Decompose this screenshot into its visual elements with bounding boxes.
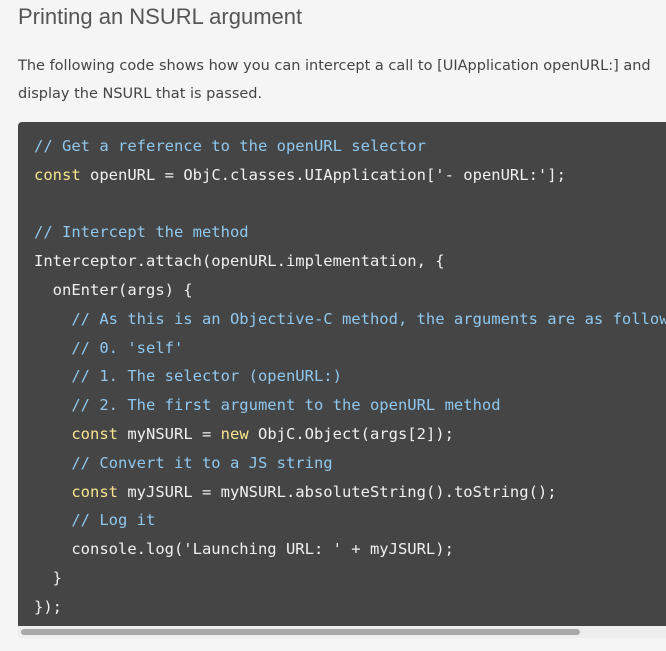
code-comment: // Get a reference to the openURL select… [34, 137, 426, 155]
code-comment: // As this is an Objective-C method, the… [71, 309, 666, 328]
section-heading: Printing an NSURL argument [18, 4, 303, 29]
code-text [34, 511, 71, 529]
code-text [34, 367, 71, 385]
code-text [34, 396, 71, 414]
code-text: Interceptor.attach(openURL.implementatio… [34, 252, 445, 271]
code-comment: // Intercept the method [34, 223, 249, 242]
code-text: ObjC.Object(args[2]); [248, 424, 454, 443]
code-comment: // Log it [71, 511, 156, 530]
code-text: }); [34, 597, 62, 616]
code-text: myNSURL = [118, 424, 221, 443]
code-text [34, 310, 71, 328]
code-comment: // 2. The first argument to the openURL … [71, 396, 501, 415]
scrollbar-thumb[interactable] [21, 629, 580, 635]
code-keyword: const [34, 165, 81, 184]
code-keyword: const [71, 424, 118, 443]
code-lines: // Get a reference to the openURL select… [34, 132, 666, 622]
code-text: openURL = ObjC.classes.UIApplication['- … [80, 165, 566, 184]
code-line: // As this is an Objective-C method, the… [34, 305, 666, 334]
code-text [34, 339, 71, 357]
code-text: console.log('Launching URL: ' + myJSURL)… [34, 540, 454, 559]
code-line: // Intercept the method [34, 218, 666, 247]
code-block[interactable]: // Get a reference to the openURL select… [18, 122, 666, 638]
code-line: const openURL = ObjC.classes.UIApplicati… [34, 161, 666, 190]
code-line: // 2. The first argument to the openURL … [34, 391, 666, 420]
code-comment: // 0. 'self' [71, 338, 184, 357]
code-line: const myJSURL = myNSURL.absoluteString()… [34, 478, 666, 507]
horizontal-scrollbar[interactable] [18, 626, 666, 638]
code-text [34, 454, 71, 472]
code-line: // 1. The selector (openURL:) [34, 362, 666, 391]
code-line: // Convert it to a JS string [34, 449, 666, 478]
code-line: // Get a reference to the openURL select… [34, 132, 666, 161]
code-line: // Log it [34, 506, 666, 535]
code-line: Interceptor.attach(openURL.implementatio… [34, 247, 666, 276]
code-line: onEnter(args) { [34, 276, 666, 305]
code-text [34, 483, 71, 501]
code-line: const myNSURL = new ObjC.Object(args[2])… [34, 420, 666, 449]
code-text: } [34, 568, 62, 587]
code-text: onEnter(args) { [34, 280, 193, 299]
code-text: myJSURL = myNSURL.absoluteString().toStr… [118, 482, 557, 501]
code-comment: // Convert it to a JS string [71, 453, 333, 472]
code-text [34, 425, 71, 443]
code-comment: // 1. The selector (openURL:) [71, 367, 342, 386]
code-line: // 0. 'self' [34, 334, 666, 363]
code-line [34, 190, 666, 219]
code-line: console.log('Launching URL: ' + myJSURL)… [34, 535, 666, 564]
intro-paragraph: The following code shows how you can int… [18, 58, 651, 102]
code-keyword: new [220, 424, 249, 443]
code-line: } [34, 564, 666, 593]
code-line: }); [34, 593, 666, 622]
code-keyword: const [71, 482, 118, 501]
